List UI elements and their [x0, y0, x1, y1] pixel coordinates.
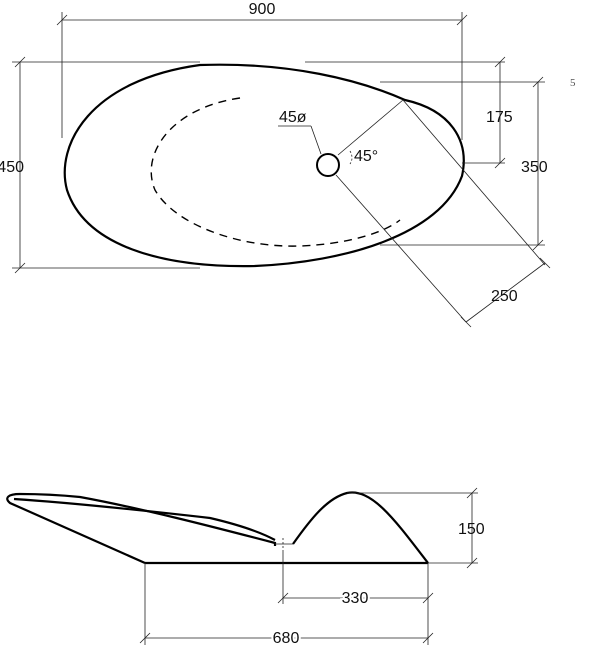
angle-arc [349, 150, 353, 165]
tick [494, 157, 506, 169]
tick [277, 592, 289, 604]
side-view: 150 330 680 [6, 487, 485, 649]
rim-dimension-line [465, 262, 546, 323]
tick [139, 632, 151, 644]
tick [14, 56, 26, 68]
offset-label: 175 [486, 109, 513, 126]
top-view: 900 450 175 350 45° 250 45 [0, 1, 576, 328]
tick [422, 632, 434, 644]
height-label: 150 [458, 521, 485, 538]
tick [14, 262, 26, 274]
page-number: 5 [570, 77, 576, 89]
tick [494, 56, 506, 68]
drain-diameter-label: 45ø [279, 109, 307, 126]
rim-label: 250 [491, 288, 518, 305]
angle-line-upper [337, 99, 404, 156]
tick [460, 316, 472, 328]
depth-label: 450 [0, 159, 24, 176]
tick [56, 14, 68, 26]
inner-bowl-outline [150, 97, 401, 247]
tick [532, 76, 544, 88]
tick [456, 14, 468, 26]
width-label: 900 [249, 1, 276, 18]
side-inner-slope [13, 497, 276, 541]
angle-line-diagonal [402, 99, 546, 266]
drain-circle [316, 153, 340, 177]
tick [422, 592, 434, 604]
drain-callout-leader [310, 125, 322, 155]
rim-extension-line [335, 174, 467, 323]
tick [466, 487, 478, 499]
drain-position-label: 330 [342, 590, 369, 607]
tick [539, 257, 551, 269]
angle-label: 45° [354, 148, 378, 165]
base-length-label: 680 [273, 630, 300, 647]
tick [466, 557, 478, 569]
basin-outline [63, 63, 465, 268]
tick [532, 239, 544, 251]
inner-depth-label: 350 [521, 159, 548, 176]
